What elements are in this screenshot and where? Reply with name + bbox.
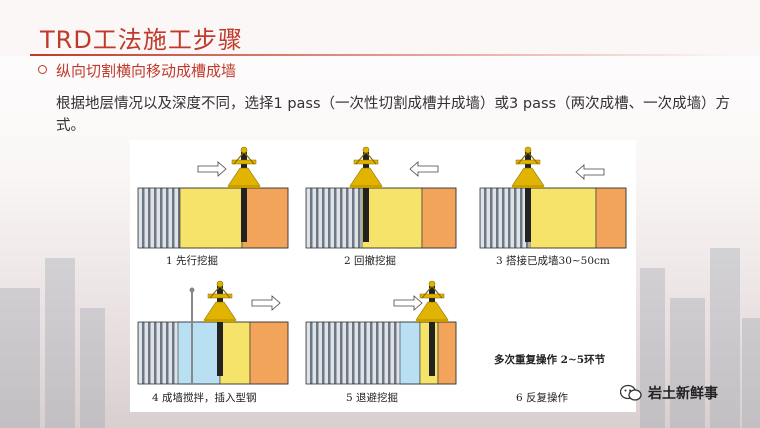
title-bar (0, 0, 760, 56)
description-paragraph: 根据地层情况以及深度不同，选择1 pass（一次性切割成槽并成墙）或3 pass… (56, 96, 731, 134)
watermark-logo: 岩土新鲜事 (620, 383, 718, 403)
step-1-diagram (137, 146, 289, 249)
step-5-label: 5 退避挖掘 (346, 392, 399, 404)
step-2-diagram (305, 146, 457, 249)
slide-title: TRD工法施工步骤 (40, 26, 243, 54)
step-6-label: 6 反复操作 (516, 392, 569, 404)
step-1-label: 1 先行挖掘 (166, 255, 219, 267)
step-2-label: 2 回撤挖掘 (344, 255, 397, 267)
step-5-diagram (305, 280, 457, 385)
slide-subtitle: 纵向切割横向移动成槽成墙 (56, 62, 237, 80)
step-4-diagram (137, 280, 289, 385)
wechat-icon (620, 384, 642, 401)
trd-steps-diagram (137, 146, 627, 385)
step-4-label: 4 成墙搅拌，插入型钢 (152, 392, 257, 404)
diagram-panel: 1 先行挖掘 2 回撤挖掘 3 搭接已成墙30~50cm 4 成墙搅拌，插入型钢… (130, 140, 636, 412)
title-underline (30, 54, 730, 56)
city-skyline-background (0, 248, 760, 428)
watermark-text: 岩土新鲜事 (648, 386, 718, 402)
step-3-label: 3 搭接已成墙30~50cm (496, 255, 610, 267)
step-3-diagram (479, 146, 627, 249)
bullet-circle-icon (38, 65, 47, 74)
repeat-note: 多次重复操作 2~5环节 (494, 354, 606, 366)
